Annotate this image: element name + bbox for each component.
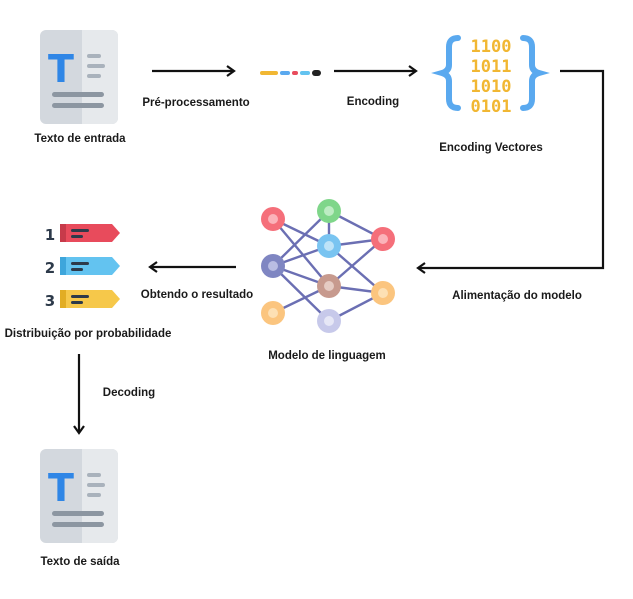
input-document-icon: T <box>40 30 118 124</box>
output-text-label: Texto de saída <box>40 556 120 568</box>
model-feeding-label: Alimentação do modelo <box>452 290 582 302</box>
decoding-label: Decoding <box>103 387 155 399</box>
input-text-label: Texto de entrada <box>34 133 126 145</box>
model-feeding-arrow <box>416 69 605 274</box>
binary-row-1: 1100 <box>471 37 512 57</box>
probability-distribution-label: Distribuição por probabilidade <box>5 328 172 340</box>
getting-result-label: Obtendo o resultado <box>141 289 253 301</box>
rank-number-3: 3 <box>45 292 55 310</box>
preprocessing-label: Pré-processamento <box>142 97 249 109</box>
rank-number-2: 2 <box>45 259 55 277</box>
binary-row-4: 0101 <box>471 97 512 117</box>
binary-row-3: 1010 <box>471 77 512 97</box>
encoding-vectors-label: Encoding Vectores <box>439 142 543 154</box>
doc-letter-t: T <box>48 466 74 510</box>
neural-network-icon <box>261 199 395 333</box>
output-document-icon: T <box>40 449 118 543</box>
probability-ranking-icon: 1 2 3 <box>45 224 120 310</box>
encoding-vectors-icon: 1100 1011 1010 0101 <box>431 35 550 117</box>
encoding-label: Encoding <box>347 96 399 108</box>
token-strip-icon <box>260 70 321 76</box>
binary-row-2: 1011 <box>471 57 512 77</box>
doc-letter-t: T <box>48 47 74 91</box>
language-model-label: Modelo de linguagem <box>268 350 386 362</box>
rank-number-1: 1 <box>45 226 55 244</box>
